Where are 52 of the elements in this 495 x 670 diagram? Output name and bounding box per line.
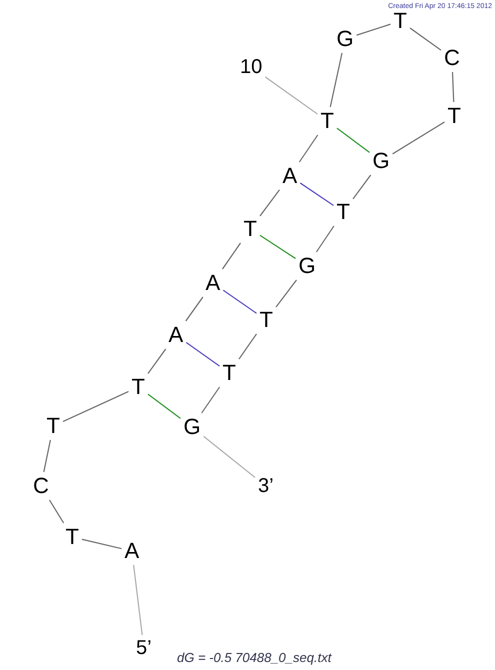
base-letter: T	[394, 10, 407, 32]
leader-line	[264, 76, 318, 115]
backbone-line	[356, 24, 391, 36]
backbone-line	[276, 280, 297, 308]
base-letter: A	[168, 324, 184, 346]
backbone-line	[49, 500, 64, 524]
base-letter: T	[132, 376, 145, 398]
base-pair-line	[336, 128, 370, 153]
backbone-line	[330, 52, 343, 108]
base-letter: G	[298, 255, 316, 277]
backbone-line	[185, 296, 204, 322]
base-letter: T	[260, 309, 273, 331]
backbone-line	[133, 564, 143, 636]
backbone-line	[392, 122, 445, 154]
base-letter: C	[444, 47, 460, 69]
position-number: 10	[240, 57, 262, 77]
backbone-line	[452, 72, 454, 102]
base-letter: T	[320, 110, 334, 132]
backbone-line	[298, 134, 318, 162]
base-letter: T	[222, 362, 236, 384]
strand-end-label: 5’	[136, 638, 152, 658]
backbone-line	[43, 440, 51, 472]
backbone-line	[62, 391, 129, 422]
backbone-line	[238, 334, 257, 360]
backbone-line	[316, 226, 334, 252]
base-pair-line	[300, 182, 334, 206]
base-letter: G	[184, 416, 201, 438]
caption-text: dG = -0.5 70488_0_seq.txt	[177, 651, 332, 666]
base-letter: T	[66, 526, 79, 548]
backbone-line	[203, 436, 256, 478]
base-letter: G	[336, 28, 354, 50]
base-pair-line	[260, 234, 296, 259]
base-letter: C	[33, 475, 49, 497]
base-letter: T	[336, 201, 350, 223]
base-pair-line	[186, 342, 220, 367]
base-letter: T	[46, 415, 60, 437]
base-letter: T	[448, 105, 461, 127]
backbone-line	[410, 28, 442, 51]
backbone-line	[260, 189, 280, 216]
base-letter: A	[282, 165, 298, 187]
base-letter: G	[372, 150, 390, 172]
backbone-line	[201, 386, 220, 414]
backbone-line	[82, 538, 122, 550]
base-pair-line	[222, 290, 257, 314]
backbone-line	[222, 242, 241, 270]
base-letter: A	[124, 540, 140, 562]
base-pair-line	[148, 394, 181, 419]
strand-end-label: 3’	[258, 476, 274, 496]
base-letter: A	[206, 272, 220, 294]
backbone-line	[148, 348, 166, 374]
backbone-line	[352, 174, 372, 200]
base-letter: T	[244, 218, 257, 240]
